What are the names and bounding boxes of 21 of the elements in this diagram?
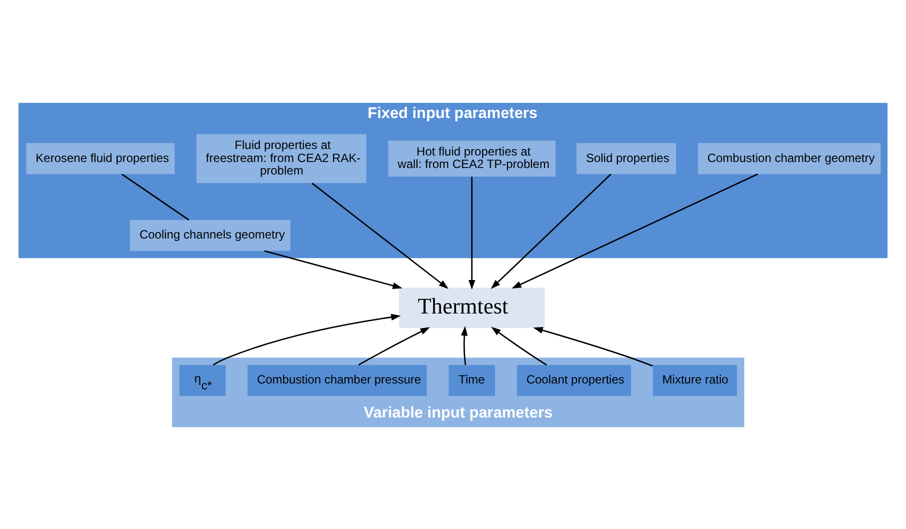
node-box: Thermtest [398, 287, 545, 328]
node-box: Kerosene fluid properties [26, 142, 175, 174]
connector [121, 173, 190, 220]
node-box: Combustion chamber pressure [248, 364, 427, 396]
arrow [512, 173, 758, 288]
node-box: Combustion chamber geometry [698, 142, 881, 174]
arrow [468, 176, 476, 290]
arrow [212, 313, 401, 366]
node-box: Mixture ratio [652, 364, 737, 396]
arrow [358, 326, 430, 366]
node-box: Time [448, 364, 496, 396]
node-box: Solid properties [576, 142, 676, 174]
arrow [533, 326, 653, 366]
node-box: Fluid properties at freestream: from CEA2 RAK-problem [196, 134, 366, 183]
arrow [460, 326, 468, 365]
arrow [490, 173, 612, 288]
node-box: Coolant properties [516, 364, 631, 396]
node-box: Cooling channels geometry [130, 219, 290, 250]
arrow [312, 182, 448, 288]
node-box: Hot fluid properties at wall: from CEA2 TP-problem [388, 140, 556, 176]
arrow [491, 326, 547, 365]
